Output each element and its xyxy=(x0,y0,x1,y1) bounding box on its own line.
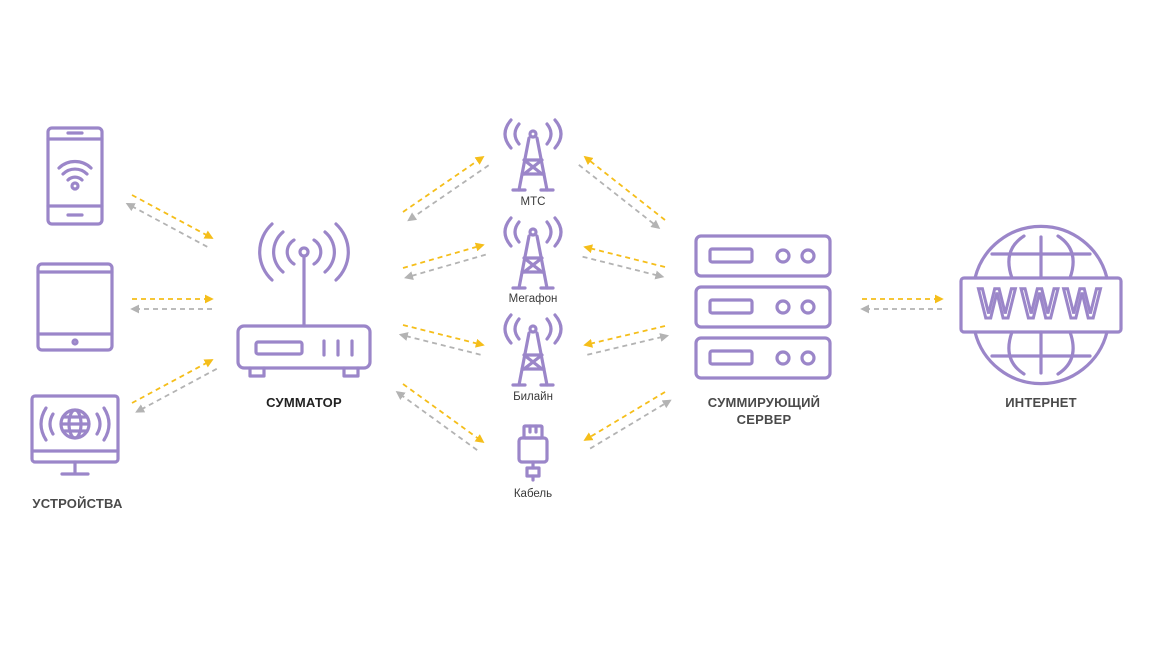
globe-www-icon xyxy=(959,224,1123,386)
arrow-server-beeline-down xyxy=(587,333,670,356)
cell-tower-icon xyxy=(503,216,563,290)
internet-label: ИНТЕРНЕТ xyxy=(1005,395,1077,410)
devices-label: УСТРОЙСТВА xyxy=(32,496,123,511)
router-icon xyxy=(236,222,372,378)
tablet-icon xyxy=(36,262,114,352)
arrow-server-beeline-up xyxy=(583,325,666,348)
cell-tower-icon xyxy=(503,313,563,387)
server-label-line1: СУММИРУЮЩИЙ xyxy=(707,395,821,410)
aggregator-label: СУММАТОР xyxy=(266,395,342,410)
arrow-server-mts-up xyxy=(583,155,666,221)
arrow-phone-aggregator-down xyxy=(125,202,208,248)
arrow-monitor-aggregator-up xyxy=(131,359,214,404)
carrier-label-mts: МТС xyxy=(520,196,546,208)
arrow-aggregator-beeline-up xyxy=(402,324,485,348)
www-text: WWW xyxy=(977,282,1105,328)
arrow-aggregator-mts-up xyxy=(402,155,485,213)
monitor-globe-icon xyxy=(30,394,120,476)
arrow-server-megafon-up xyxy=(583,244,666,268)
arrow-aggregator-cable-down xyxy=(395,391,478,451)
carrier-label-beeline: Билайн xyxy=(513,391,553,403)
cell-tower-icon xyxy=(503,118,563,192)
server-label-line2: СЕРВЕР xyxy=(736,411,792,427)
arrow-aggregator-beeline-down xyxy=(398,332,481,356)
connection-arrows xyxy=(125,155,944,451)
server-label: СУММИРУЮЩИЙ СЕРВЕР xyxy=(690,395,838,429)
arrow-aggregator-megafon-up xyxy=(402,242,485,269)
arrow-server-cable-down xyxy=(589,399,672,450)
arrow-aggregator-mts-down xyxy=(407,164,490,222)
arrow-aggregator-megafon-down xyxy=(404,253,487,280)
arrow-phone-aggregator-up xyxy=(131,194,214,239)
carrier-label-megafon: Мегафон xyxy=(508,293,558,305)
carrier-label-cable: Кабель xyxy=(513,488,553,500)
ethernet-plug-icon xyxy=(517,424,549,482)
arrow-server-mts-down xyxy=(578,164,661,229)
arrow-aggregator-cable-up xyxy=(402,383,485,444)
arrow-monitor-aggregator-down xyxy=(135,368,218,413)
arrow-server-cable-up xyxy=(583,391,666,441)
arrow-server-megafon-down xyxy=(582,255,665,280)
smartphone-wifi-icon xyxy=(46,126,104,226)
server-rack-icon xyxy=(694,234,832,380)
